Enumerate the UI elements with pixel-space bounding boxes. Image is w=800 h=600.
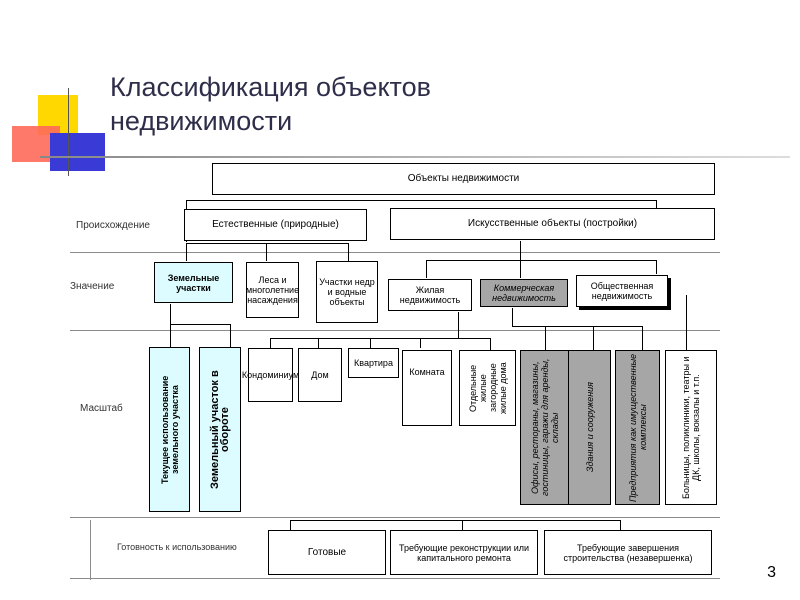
scale-enterprises-text: Предприятия как имущественные комплексы xyxy=(627,353,648,502)
connector xyxy=(545,326,546,350)
scale-dacha-text: Отдельные жилые загородные жилые дома xyxy=(467,362,508,414)
scale-current-use-text: Текущее использование земельного участка xyxy=(159,375,180,484)
connector xyxy=(656,200,657,208)
connector xyxy=(186,200,656,201)
row-label-scale: Масштаб xyxy=(80,403,123,414)
decor-blue-square xyxy=(50,133,105,171)
connector xyxy=(170,304,171,324)
row-separator xyxy=(70,578,720,579)
decor-horizontal-line xyxy=(40,156,790,158)
connector xyxy=(426,260,656,261)
connector xyxy=(270,338,490,339)
origin-artificial-box: Искусственные объекты (постройки) xyxy=(390,208,715,240)
diagram-left-border xyxy=(90,520,91,580)
connector xyxy=(270,338,271,354)
connector xyxy=(520,260,521,278)
page-title: Классификация объектов недвижимости xyxy=(110,70,431,138)
scale-buildings-text: Здания и сооружения xyxy=(584,382,595,473)
decor-vertical-line xyxy=(68,88,69,176)
connector xyxy=(170,324,171,348)
row-label-origin: Происхождение xyxy=(76,220,150,231)
connector xyxy=(490,338,491,350)
connector xyxy=(458,312,459,338)
readiness-ready-box: Готовые xyxy=(268,530,386,575)
purpose-forests-box: Леса и многолетние насаждения xyxy=(246,262,299,318)
readiness-reconstruction-box: Требующие реконструкции или капитального… xyxy=(390,530,538,575)
connector xyxy=(512,308,513,326)
scale-public-objects-text: Больницы, поликлиники, театры и ДК, школ… xyxy=(681,356,701,499)
title-line-2: недвижимости xyxy=(110,106,293,136)
connector xyxy=(290,520,620,521)
page-number: 3 xyxy=(767,564,776,581)
connector xyxy=(620,520,621,530)
connector xyxy=(426,260,427,278)
scale-land-turnover-box: Земельный участок в обороте xyxy=(199,347,241,512)
scale-offices-text: Офисы, рестораны, магазины, гостиницы, г… xyxy=(529,358,560,497)
connector xyxy=(686,295,687,350)
scale-current-use-box: Текущее использование земельного участка xyxy=(149,347,190,512)
connector xyxy=(420,338,421,348)
purpose-public-box: Общественная недвижимость xyxy=(576,275,668,307)
connector xyxy=(170,324,230,325)
scale-condo-box: Кондоминиум xyxy=(242,348,299,402)
scale-enterprises-box: Предприятия как имущественные комплексы xyxy=(615,350,660,505)
scale-public-objects-box: Больницы, поликлиники, театры и ДК, школ… xyxy=(665,350,717,505)
connector xyxy=(370,338,371,348)
origin-natural-box: Естественные (природные) xyxy=(184,209,367,241)
row-label-readiness: Готовность к использованию xyxy=(117,542,237,552)
connector xyxy=(656,260,657,274)
purpose-residential-box: Жилая недвижимость xyxy=(388,279,472,311)
connector xyxy=(186,243,348,244)
scale-land-turnover-text: Земельный участок в обороте xyxy=(209,370,231,489)
row-separator xyxy=(70,330,720,331)
scale-room-box: Комната xyxy=(402,350,452,426)
row-separator xyxy=(70,252,720,253)
purpose-water-box: Участки недр и водные объекты xyxy=(316,261,378,323)
connector xyxy=(230,324,231,348)
connector xyxy=(348,243,349,261)
connector xyxy=(593,326,594,350)
scale-house-box: Дом xyxy=(298,348,342,402)
scale-offices-box: Офисы, рестораны, магазины, гостиницы, г… xyxy=(520,350,569,505)
scale-apartment-box: Квартира xyxy=(348,348,399,378)
connector xyxy=(642,326,643,350)
readiness-completion-box: Требующие завершения строительства (неза… xyxy=(544,530,712,575)
purpose-commercial-box: Коммерческая недвижимость xyxy=(480,279,568,307)
connector xyxy=(462,520,463,530)
connector xyxy=(186,243,187,261)
connector xyxy=(266,243,267,261)
row-separator xyxy=(70,517,720,518)
title-line-1: Классификация объектов xyxy=(110,72,431,102)
scale-room-text: Комната xyxy=(409,367,445,377)
row-label-purpose: Значение xyxy=(70,281,115,292)
root-box: Объекты недвижимости xyxy=(212,163,715,195)
connector xyxy=(512,326,642,327)
scale-dacha-box: Отдельные жилые загородные жилые дома xyxy=(459,350,516,426)
purpose-land-box: Земельные участки xyxy=(154,262,233,303)
connector xyxy=(290,520,291,530)
connector xyxy=(318,338,319,348)
scale-buildings-box: Здания и сооружения xyxy=(568,350,611,505)
connector xyxy=(520,241,521,260)
